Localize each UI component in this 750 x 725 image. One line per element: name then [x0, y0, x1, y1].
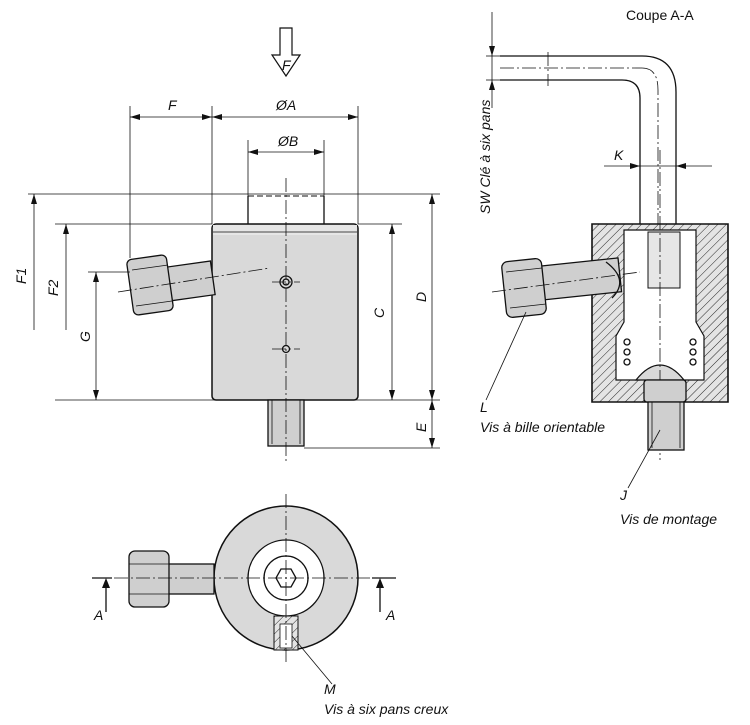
dim-g-label: G: [77, 331, 93, 342]
dim-c-label: C: [371, 307, 387, 318]
section-view: Coupe A-A SW Clé à six pans K: [477, 7, 729, 527]
sw-label: SW Clé à six pans: [477, 100, 493, 214]
main-body: [211, 223, 359, 401]
callout-l-text: Vis à bille orientable: [480, 419, 605, 435]
dim-d-label: D: [413, 292, 429, 302]
force-label: F: [282, 57, 292, 73]
section-a-right-label: A: [385, 607, 395, 623]
dim-k-label: K: [614, 147, 624, 163]
dim-b-label: ØB: [277, 133, 298, 149]
section-title: Coupe A-A: [626, 7, 694, 23]
callout-j-text: Vis de montage: [620, 511, 717, 527]
dim-f-label: F: [168, 97, 178, 113]
dim-f1-label: F1: [13, 268, 29, 284]
dim-e-label: E: [413, 422, 429, 432]
top-side-screw: [128, 550, 170, 608]
section-a-left-label: A: [93, 607, 103, 623]
front-view: F: [13, 27, 440, 462]
side-ball-screw: [126, 254, 216, 316]
spring: [623, 338, 697, 366]
dim-a-label: ØA: [275, 97, 296, 113]
callout-j-label: J: [619, 487, 628, 503]
force-arrow: F: [270, 27, 302, 78]
mounting-screw: [647, 401, 685, 451]
hex-key: [500, 55, 677, 241]
callout-l-label: L: [480, 399, 488, 415]
callout-m-text: Vis à six pans creux: [324, 701, 449, 717]
dim-f2-label: F2: [45, 279, 61, 296]
top-view: A A M Vis à six pans creux: [92, 494, 449, 717]
callout-m-label: M: [324, 681, 336, 697]
